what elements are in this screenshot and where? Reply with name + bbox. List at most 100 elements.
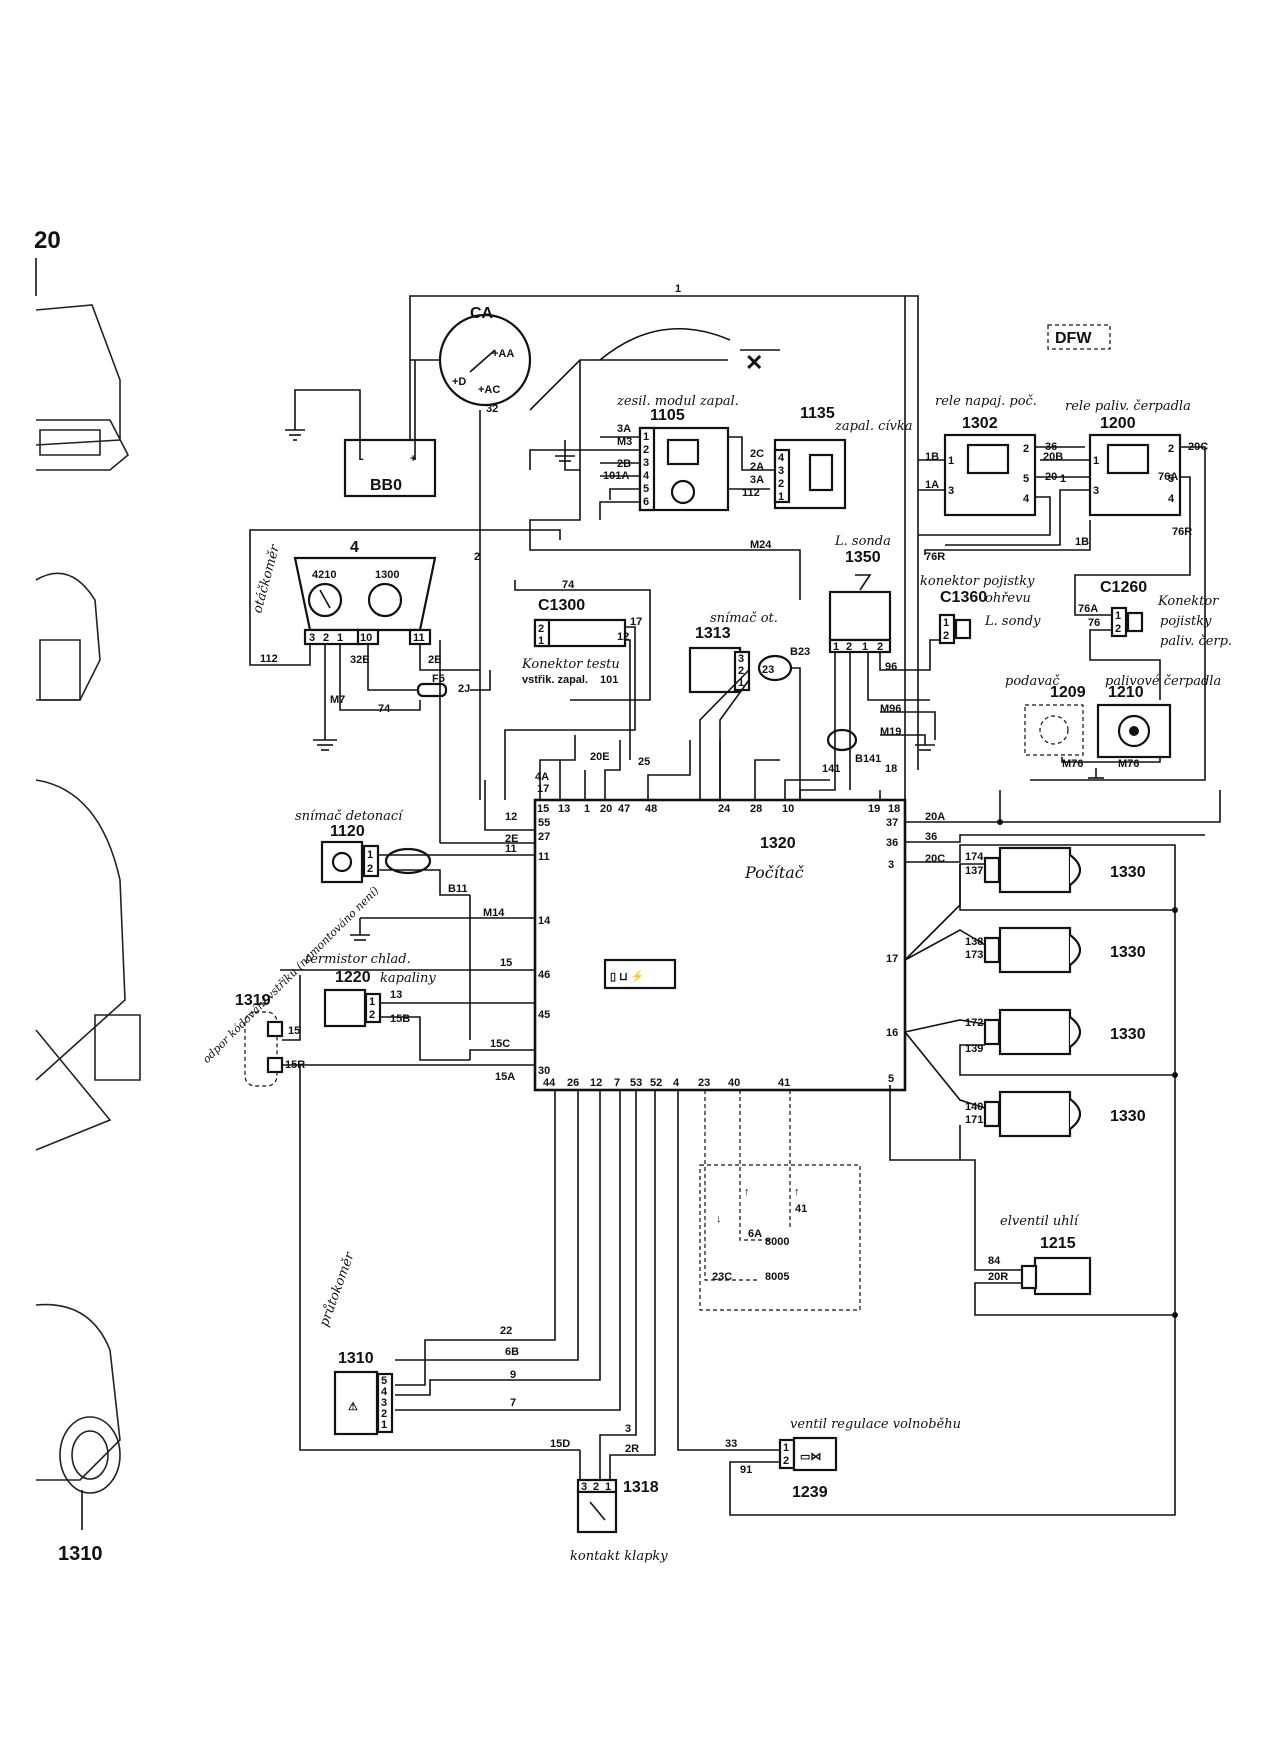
svg-text:112: 112 [260,653,278,665]
svg-text:91: 91 [740,1464,752,1476]
svg-text:2: 2 [593,1481,599,1493]
svg-text:3: 3 [643,457,649,469]
svg-text:44: 44 [543,1077,556,1089]
svg-text:M14: M14 [483,907,505,919]
coolant-thermistor-1220: termistor chlad. 1220 kapaliny 1 2 13 15… [280,952,536,1061]
svg-text:74: 74 [562,579,575,591]
svg-text:2E: 2E [505,833,518,845]
svg-text:41: 41 [795,1203,807,1215]
svg-text:20C: 20C [925,853,945,865]
svg-text:174: 174 [965,851,984,863]
svg-text:76R: 76R [1172,526,1192,538]
svg-text:139: 139 [965,1043,983,1055]
svg-text:84: 84 [988,1255,1001,1267]
diagnostic-block: ↓ ↑ ↑ 6A 41 8000 23C 8005 [699,1090,861,1311]
ecu-pins-right: 37 36 3 17 16 5 [886,817,898,1085]
svg-text:4: 4 [673,1077,680,1089]
svg-text:5: 5 [888,1073,894,1085]
svg-text:3: 3 [888,859,894,871]
tachometer-cluster-4: 4 otáčkoměr 4210 1300 3 2 1 10 11 112 M7… [249,529,561,740]
battery-bb0: - + BB0 [285,360,437,498]
svg-text:4210: 4210 [312,569,336,581]
connector-c1260: C1260 Konektor pojistky paliv. čerp. 1 2… [1074,540,1232,700]
svg-text:B23: B23 [790,646,810,658]
svg-text:173: 173 [965,949,983,961]
svg-text:konektor pojistky: konektor pojistky [920,574,1035,589]
knock-sensor-1120: snímač detonací 1120 1 2 11 B11 [295,809,535,896]
svg-text:C1260: C1260 [1100,579,1147,596]
svg-text:snímač detonací: snímač detonací [295,809,404,824]
svg-text:12: 12 [505,811,517,823]
svg-text:pojistky: pojistky [1160,614,1212,629]
svg-text:1300: 1300 [375,569,399,581]
svg-text:15C: 15C [490,1038,510,1050]
svg-text:+: + [410,453,416,465]
svg-text:37: 37 [886,817,898,829]
svg-text:C1360: C1360 [940,589,987,606]
svg-text:1: 1 [778,491,784,503]
injector-1330-1: 174 137 1330 [959,846,1175,911]
svg-text:16: 16 [886,1027,898,1039]
svg-text:48: 48 [645,803,657,815]
svg-text:55: 55 [538,817,550,829]
ecu-pins-left: 55 27 11 14 46 45 30 [538,817,551,1077]
svg-text:141: 141 [822,763,840,775]
svg-text:3: 3 [738,653,744,665]
svg-text:1: 1 [1060,473,1066,485]
svg-text:ohřevu: ohřevu [985,591,1031,606]
svg-text:76: 76 [1088,617,1100,629]
svg-text:2: 2 [323,632,329,644]
ground-mm1-right [915,744,935,751]
svg-text:13: 13 [558,803,570,815]
svg-text:1319: 1319 [235,992,271,1009]
lambda-sensor-1350: L. sonda 1350 1 2 1 2 141 B141 96 M96 M1… [799,534,936,800]
svg-text:4: 4 [1168,493,1175,505]
svg-text:52: 52 [650,1077,662,1089]
svg-text:M19: M19 [880,726,901,738]
ground-hm21-right [1088,768,1104,779]
svg-text:1: 1 [1115,610,1121,622]
svg-text:6B: 6B [505,1346,519,1358]
svg-text:1: 1 [1093,455,1099,467]
svg-text:2: 2 [738,665,744,677]
svg-text:2J: 2J [458,683,470,695]
suppressor-capacitor-cross: ✕ [745,350,763,375]
svg-text:4: 4 [381,1386,388,1398]
connector-c1300: 74 C1300 2 1 17 12 Konektor testu vstřik… [504,579,651,800]
injector-1330-3: 172 139 1330 [959,1008,1175,1076]
svg-text:23: 23 [698,1077,710,1089]
svg-text:26: 26 [567,1077,579,1089]
svg-text:↑: ↑ [794,1186,800,1198]
svg-text:23C: 23C [712,1271,732,1283]
svg-text:2: 2 [943,630,949,642]
svg-text:8005: 8005 [765,1271,789,1283]
svg-text:15: 15 [537,803,549,815]
svg-text:DFW: DFW [1055,330,1092,347]
variant-tag: DFW [1047,324,1111,350]
svg-text:M3: M3 [617,436,632,448]
airflow-meter-callout: 1310 [58,1543,103,1565]
svg-text:1: 1 [367,849,373,861]
ecu-right-wires: 20A 36 20C [905,790,1221,1500]
svg-text:L. sonda: L. sonda [834,534,891,549]
svg-text:15: 15 [500,957,512,969]
svg-text:5: 5 [381,1375,387,1387]
svg-text:B141: B141 [855,753,881,765]
svg-text:C1300: C1300 [538,597,585,614]
ground-mm1-ecu: M14 [350,907,535,941]
svg-text:5: 5 [643,483,649,495]
injection-resistor-1319: odpor kódování vstřiku (namontováno není… [200,884,580,1451]
svg-text:1: 1 [783,1442,789,1454]
svg-text:1200: 1200 [1100,415,1136,432]
svg-text:3: 3 [778,465,784,477]
engine-sketch-airflow: 1310 [35,1303,121,1565]
svg-text:2: 2 [1168,443,1174,455]
svg-text:1350: 1350 [845,549,881,566]
svg-text:18: 18 [885,763,897,775]
svg-text:+AA: +AA [492,348,514,360]
computer-1320: 1320 Počítač ▯ ⊔ ⚡ [533,798,907,1092]
svg-text:1B: 1B [1075,536,1089,548]
svg-text:ventil regulace volnoběhu: ventil regulace volnoběhu [790,1417,961,1432]
svg-text:↑: ↑ [744,1186,750,1198]
ecu-top-feeds: 17 4A 20E 25 12 2E [439,640,830,845]
